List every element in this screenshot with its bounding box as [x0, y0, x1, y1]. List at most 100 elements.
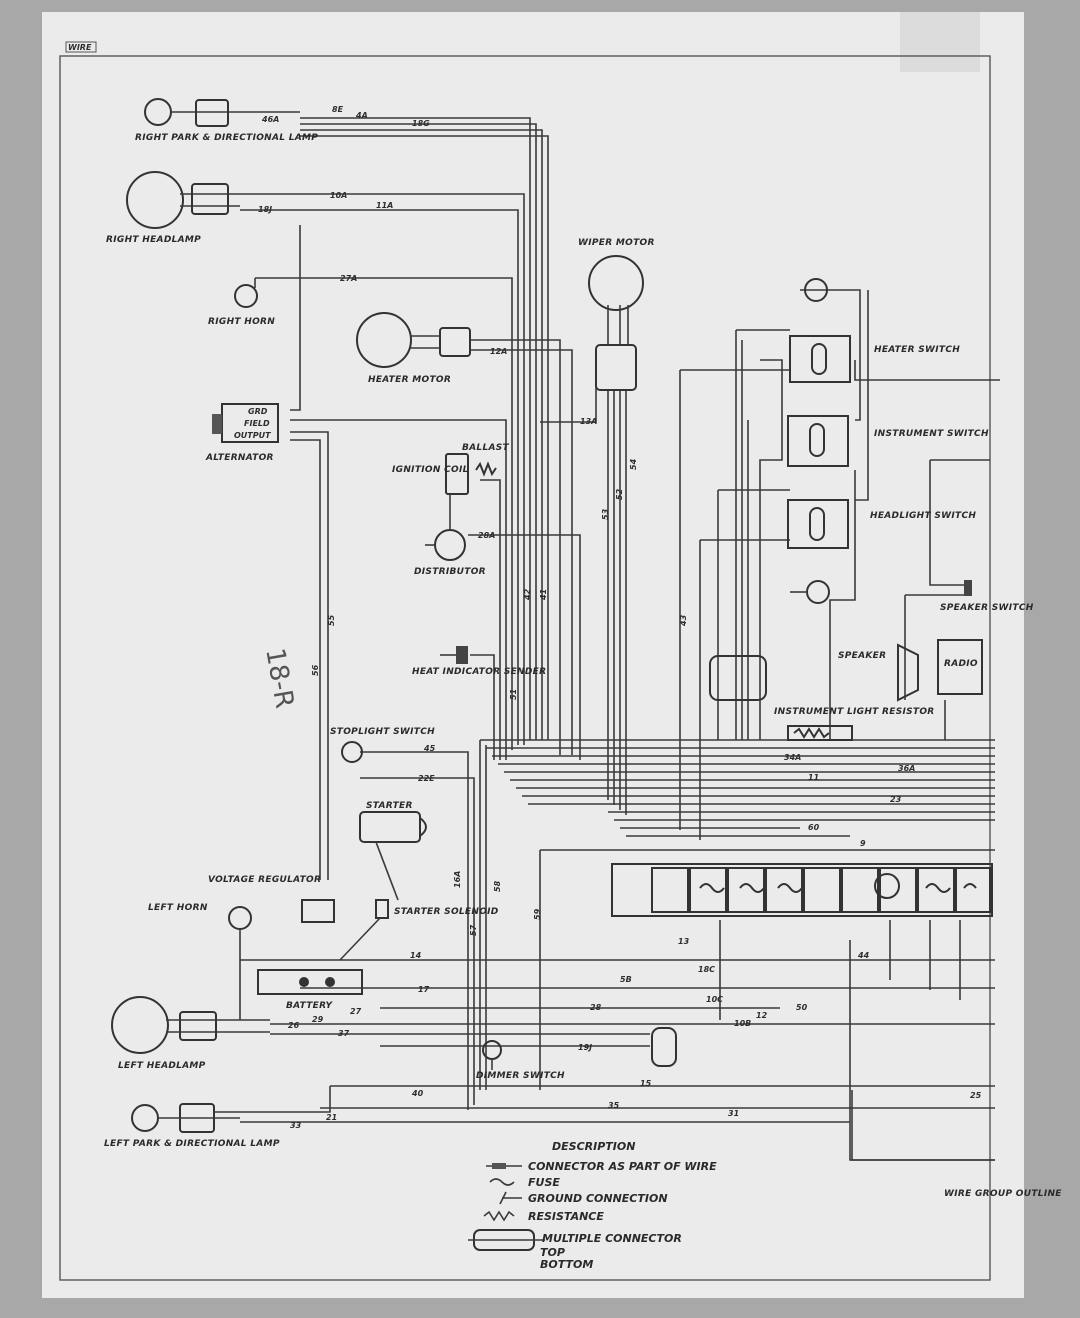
wire-code: 15	[640, 1079, 652, 1088]
switch-lamp-icon	[790, 278, 830, 604]
heater-motor-label: HEATER MOTOR	[368, 375, 451, 385]
wire-code: 57	[469, 924, 478, 936]
battery-label: BATTERY	[286, 1001, 334, 1011]
left-park-lamp-icon	[131, 1086, 331, 1133]
headlight-switch-label: HEADLIGHT SWITCH	[870, 511, 976, 521]
legend: DESCRIPTION CONNECTOR AS PART OF WIRE FU…	[468, 1140, 717, 1271]
starter-icon	[359, 811, 427, 901]
instrument-light-resistor-label: INSTRUMENT LIGHT RESISTOR	[774, 707, 935, 717]
wire-code: 18G	[412, 119, 430, 128]
legend-item-label: TOP	[540, 1246, 565, 1259]
legend-title: DESCRIPTION	[552, 1140, 635, 1153]
wire-code: 18J	[258, 205, 272, 214]
left-park-lamp-label: LEFT PARK & DIRECTIONAL LAMP	[104, 1139, 280, 1149]
wire-code: 36A	[898, 764, 915, 773]
right-horn-icon	[234, 278, 258, 308]
wire-code: 51	[509, 689, 518, 700]
wire-code: 19J	[578, 1043, 592, 1052]
wire-code: 23	[890, 795, 902, 804]
wire-code: 43	[679, 614, 688, 627]
radio-label: RADIO	[944, 659, 978, 669]
title-tag-text: WIRE	[68, 43, 92, 52]
wire-code: 27	[350, 1007, 362, 1016]
wire-code: 13A	[580, 417, 597, 426]
left-horn-label: LEFT HORN	[148, 903, 208, 913]
wire-code: 45	[423, 744, 436, 753]
alternator-icon	[212, 403, 279, 443]
heater-switch-label: HEATER SWITCH	[874, 345, 960, 355]
wire-code: 41	[539, 589, 548, 601]
fuse-block-icon	[611, 863, 993, 917]
battery-icon	[257, 969, 363, 995]
speaker-label: SPEAKER	[838, 651, 886, 661]
wire-code: 33	[290, 1121, 302, 1130]
wire-code: 29	[312, 1015, 324, 1024]
wire-code: 58	[493, 880, 502, 892]
wire-code: 12	[756, 1011, 768, 1020]
speaker-switch-icon	[964, 580, 972, 596]
right-park-lamp-label: RIGHT PARK & DIRECTIONAL LAMP	[135, 133, 318, 143]
wire-code: 21	[326, 1113, 337, 1122]
heat-indicator-icon	[440, 646, 468, 664]
wire-code: 14	[410, 951, 422, 960]
wire-code: 5B	[620, 975, 632, 984]
wire-codes: 8E 46A 4A 18G 10A 11A 18J 27A 28A 13A 12…	[258, 105, 982, 1130]
alt-grd-label: GRD	[248, 407, 268, 416]
speaker-switch-label: SPEAKER SWITCH	[940, 603, 1034, 613]
left-headlamp-label: LEFT HEADLAMP	[118, 1061, 206, 1071]
ground-icon	[499, 1191, 522, 1205]
wire-code: 11A	[376, 201, 393, 210]
legend-item-label: RESISTANCE	[528, 1210, 604, 1223]
wiper-motor-label: WIPER MOTOR	[578, 238, 655, 248]
wire-code: 16A	[453, 871, 462, 888]
main-harness-trunk	[240, 117, 1000, 1161]
legend-item-label: GROUND CONNECTION	[528, 1192, 668, 1205]
dimmer-switch-icon	[482, 1040, 502, 1070]
wire-code: 26	[288, 1021, 300, 1030]
wire-code: 22E	[418, 774, 435, 783]
wire-code: 10A	[330, 191, 347, 200]
wire-code: 13	[678, 937, 690, 946]
wire-code: 40	[411, 1089, 424, 1098]
ignition-coil-icon	[445, 453, 497, 495]
wire-code: 28	[590, 1003, 602, 1012]
wire-code: 44	[857, 951, 870, 960]
wire-code: 9	[860, 839, 866, 848]
legend-item-label: FUSE	[528, 1176, 560, 1189]
wire-group-outline	[851, 1090, 995, 1161]
wire-code: 18C	[698, 965, 715, 974]
wire-code: 56	[311, 664, 320, 676]
instrument-light-resistor-icon	[787, 725, 853, 741]
wire-code: 55	[327, 614, 336, 626]
wire-code: 54	[629, 458, 638, 470]
starter-solenoid-icon	[339, 899, 389, 961]
legend-item-label: MULTIPLE CONNECTOR	[542, 1232, 682, 1245]
wire-code: 34A	[784, 753, 801, 762]
wire-code: 11	[808, 773, 819, 782]
wire-code: 59	[533, 908, 542, 920]
stoplight-switch-label: STOPLIGHT SWITCH	[330, 727, 435, 737]
instrument-switch-icon	[787, 415, 849, 467]
starter-solenoid-label: STARTER SOLENOID	[394, 907, 499, 917]
resistance-icon	[483, 1210, 515, 1222]
wire-code: 8E	[332, 105, 344, 114]
radio-icon	[937, 639, 983, 695]
wire-group-label: WIRE GROUP OUTLINE	[944, 1189, 1062, 1199]
instrument-switch-label: INSTRUMENT SWITCH	[874, 429, 989, 439]
wire-code: 12A	[490, 347, 507, 356]
title-tag	[65, 41, 97, 53]
stoplight-switch-icon	[341, 741, 363, 763]
wire-code: 53	[601, 508, 610, 520]
connector-block-icon	[651, 655, 767, 1067]
ignition-coil-label: IGNITION COIL	[392, 465, 469, 475]
heater-switch-icon	[789, 335, 851, 383]
voltage-regulator-label: VOLTAGE REGULATOR	[208, 875, 321, 885]
wire-code: 17	[418, 985, 430, 994]
wire-code: 37	[338, 1029, 350, 1038]
heat-indicator-label: HEAT INDICATOR SENDER	[412, 667, 546, 677]
wiper-motor-icon	[588, 255, 644, 391]
left-headlamp-icon	[111, 996, 270, 1054]
starter-label: STARTER	[366, 801, 413, 811]
wire-code: 35	[608, 1101, 620, 1110]
